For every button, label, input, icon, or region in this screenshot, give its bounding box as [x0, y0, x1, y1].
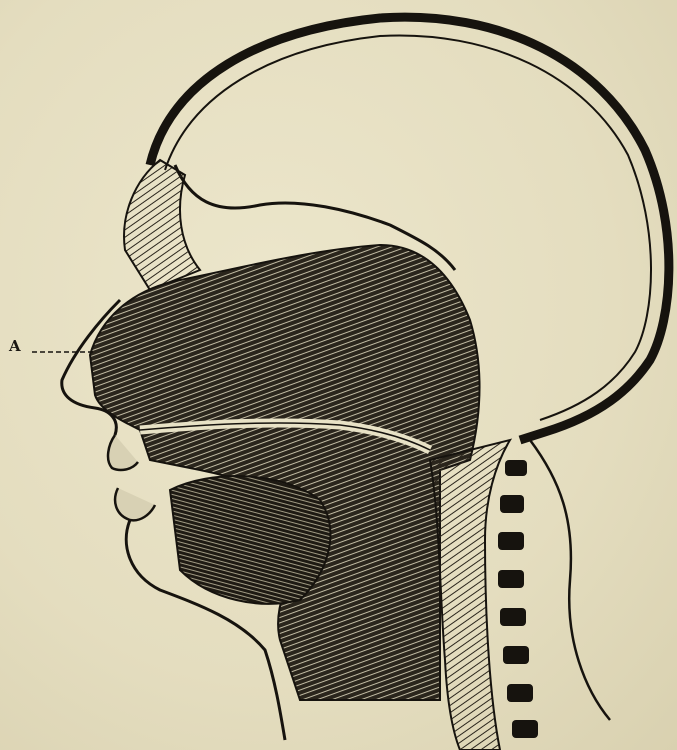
- upper-lip: [108, 435, 138, 470]
- nasal-cavity: [90, 245, 479, 700]
- lower-lip: [115, 488, 155, 520]
- vertebrae: [498, 460, 538, 738]
- label-a: A: [9, 337, 22, 355]
- neck-outline: [530, 440, 610, 720]
- tongue: [170, 476, 330, 604]
- spinal-column: [430, 440, 510, 750]
